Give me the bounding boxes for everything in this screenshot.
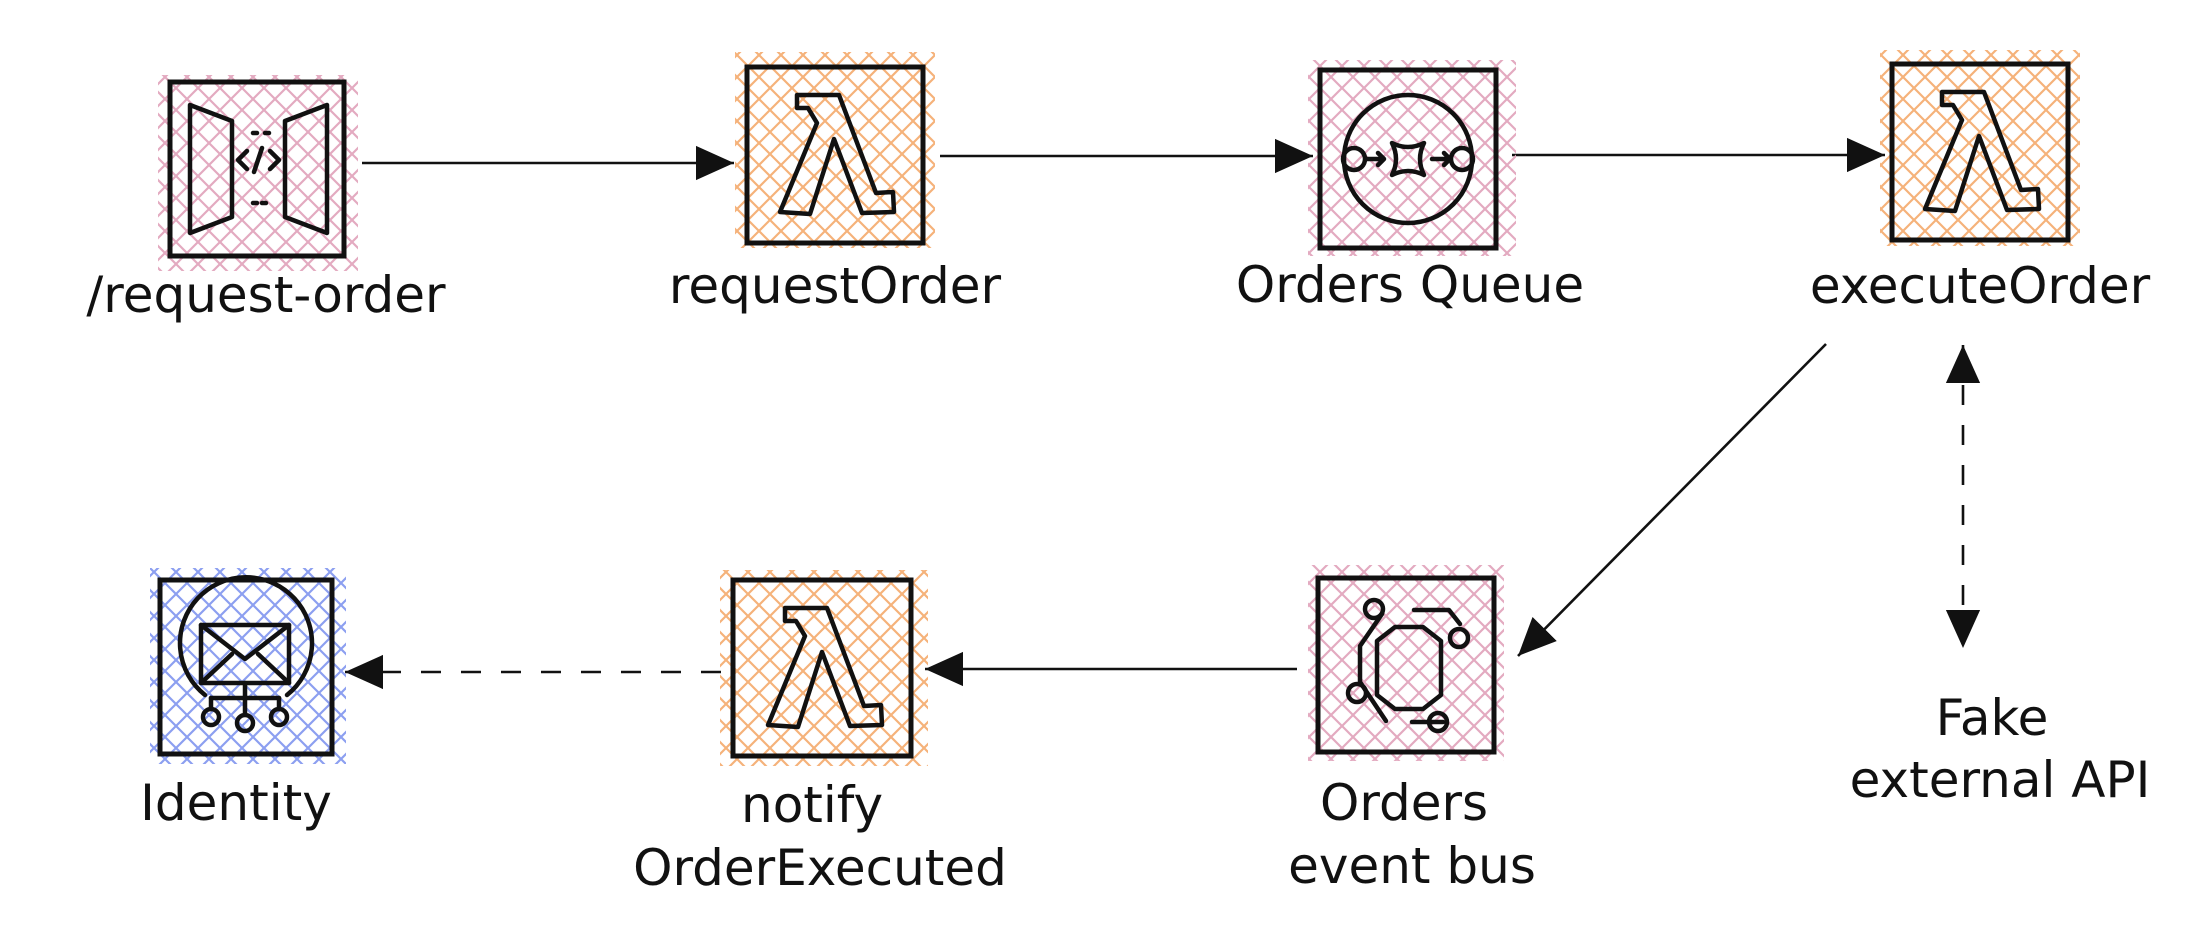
node-box <box>167 79 347 259</box>
node-hatch-fill <box>735 52 935 248</box>
email-identity-icon <box>177 575 315 734</box>
node-hatch-fill <box>1880 50 2080 246</box>
node-identity[interactable]: Identity <box>140 568 346 832</box>
node-fake-external-api[interactable]: Fake external API <box>1850 689 2151 809</box>
node-hatch-fill <box>1308 60 1516 256</box>
node-request-order-function[interactable]: requestOrder <box>669 52 1002 315</box>
node-label: notify OrderExecuted <box>633 776 1007 897</box>
eventbridge-icon <box>1345 597 1471 734</box>
edges <box>345 137 1981 690</box>
node-box <box>1889 61 2071 243</box>
node-label: Orders event bus <box>1288 774 1536 895</box>
node-orders-event-bus[interactable]: Orders event bus <box>1288 565 1536 895</box>
node-hatch-fill <box>720 570 928 766</box>
node-label: /request-order <box>86 266 446 324</box>
lambda-icon <box>777 92 897 217</box>
node-label: Orders Queue <box>1236 256 1584 314</box>
api-gateway-icon <box>187 102 330 236</box>
lambda-icon <box>1922 89 2042 214</box>
node-hatch-fill <box>150 568 346 764</box>
node-label: Identity <box>140 774 332 832</box>
node-box <box>1315 575 1497 755</box>
node-box <box>744 64 926 246</box>
sqs-queue-icon <box>1340 92 1476 226</box>
node-label: executeOrder <box>1810 257 2151 315</box>
node-box <box>1317 67 1499 251</box>
node-box <box>730 577 914 759</box>
node-execute-order-function[interactable]: executeOrder <box>1810 50 2151 315</box>
node-api-gateway[interactable]: /request-order <box>86 75 446 324</box>
node-box <box>157 577 335 757</box>
edge-executeorder-to-eventbus <box>1517 343 1827 657</box>
node-orders-queue[interactable]: Orders Queue <box>1236 60 1584 314</box>
node-label: Fake external API <box>1850 689 2151 809</box>
node-notify-order-executed-function[interactable]: notify OrderExecuted <box>633 570 1007 897</box>
lambda-icon <box>765 605 885 730</box>
node-label: requestOrder <box>669 257 1002 315</box>
node-hatch-fill <box>1308 565 1504 761</box>
